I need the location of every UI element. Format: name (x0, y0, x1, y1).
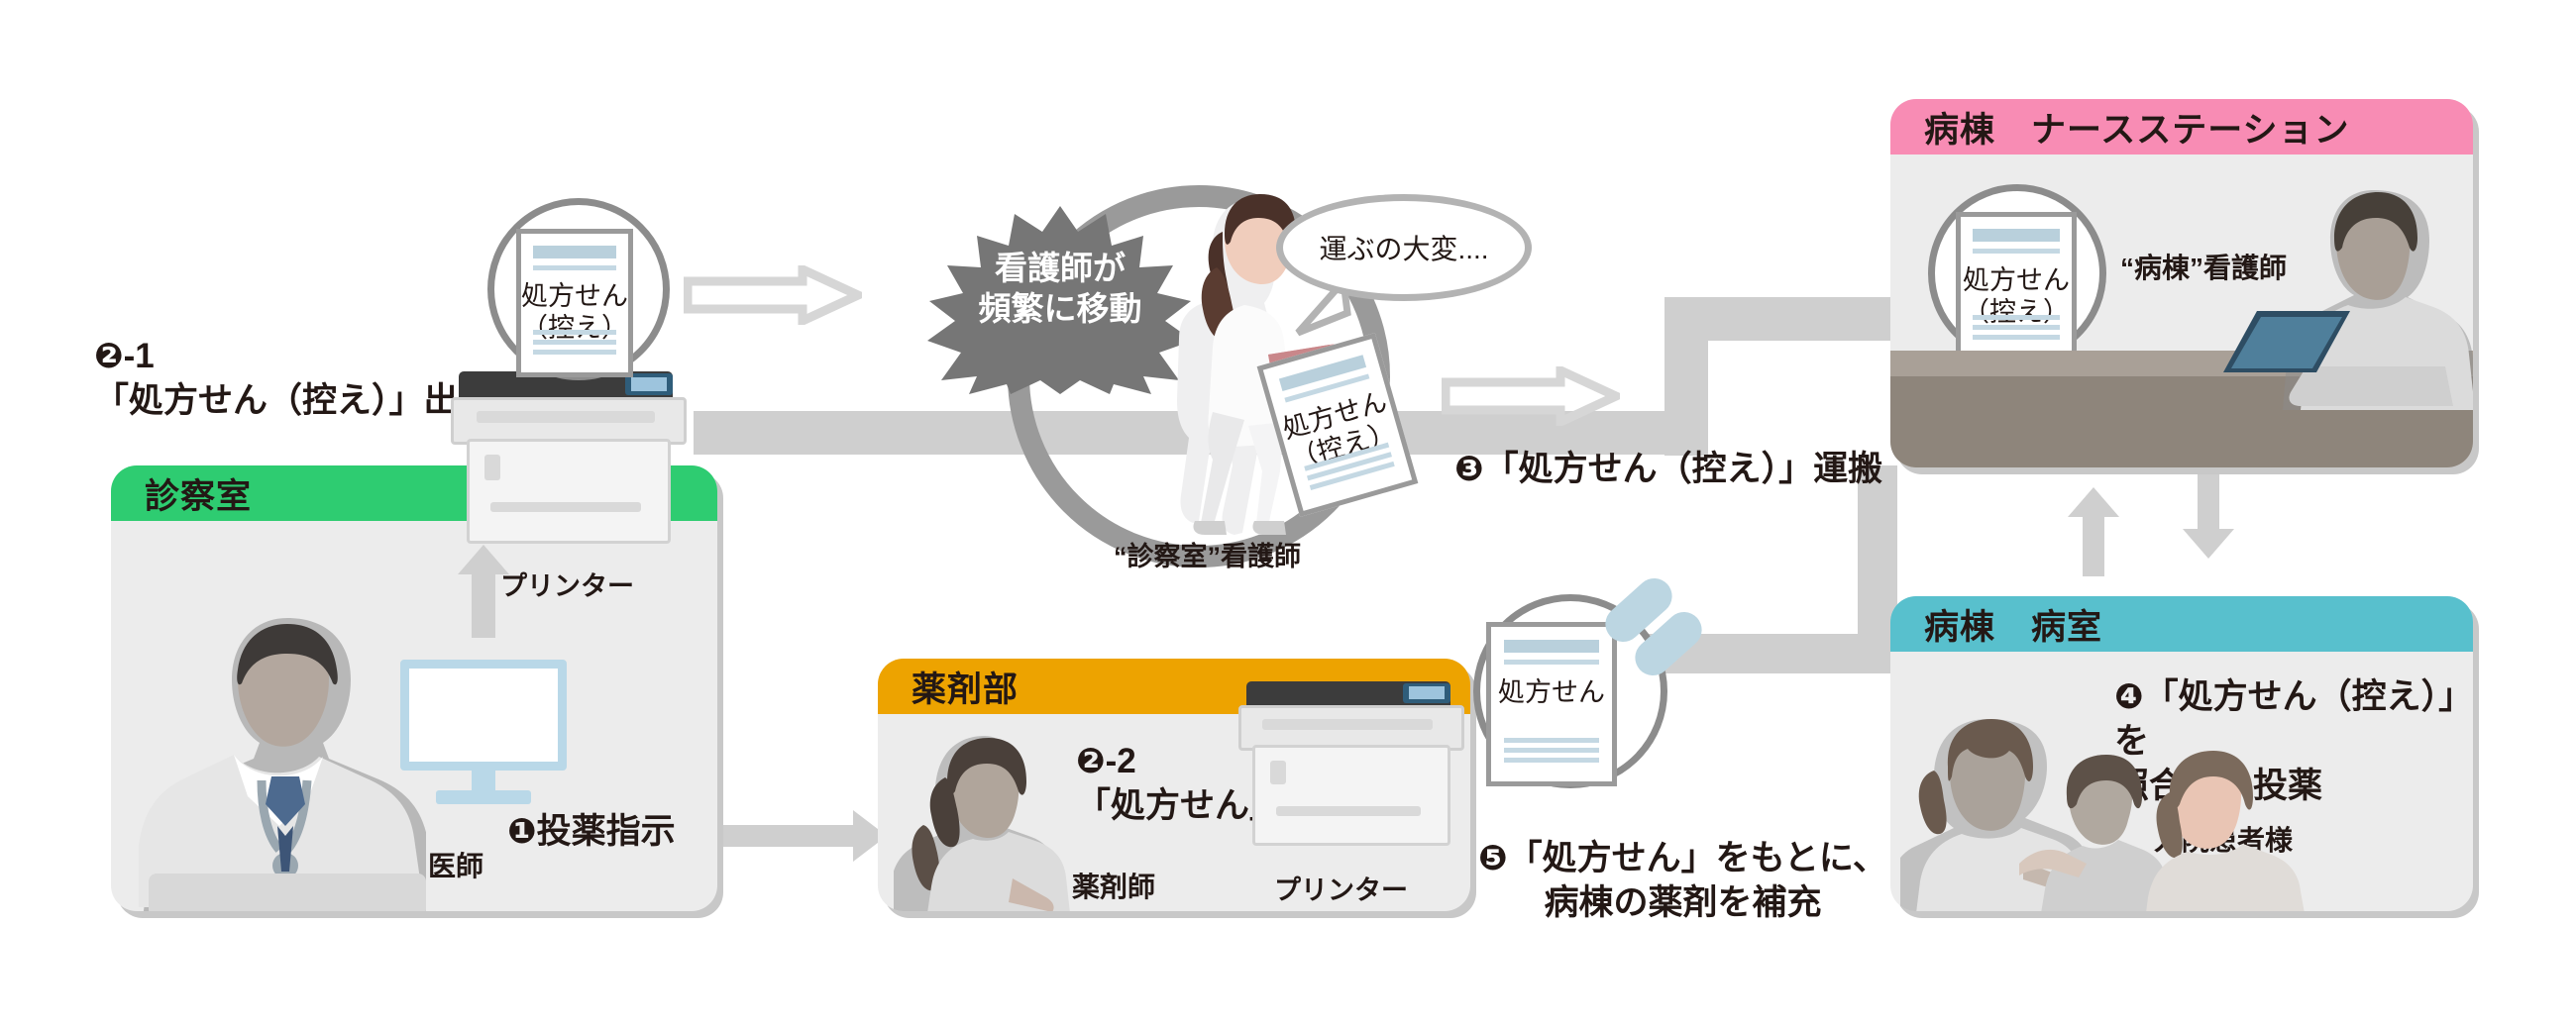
ward-room-header: 病棟 病室 (1890, 596, 2473, 652)
step5-text: ❺「処方せん」をもとに、 病棟の薬剤を補充 (1478, 839, 1887, 922)
tablet-illustration (2223, 311, 2350, 372)
arrowhead-monitor-to-printer (458, 545, 509, 574)
ward-nurse-label: “病棟”看護師 (2120, 253, 2288, 283)
pharmacy-printer-label: プリンター (1274, 876, 1408, 905)
prescription-text: 処方せん (1498, 676, 1605, 707)
prescription-copy-text: 処方せん （控え） (521, 281, 628, 344)
nurse-illustration (1177, 194, 1356, 535)
prescription-doc: 処方せん (1486, 622, 1617, 786)
panel-exam-room: 診察室 医 (111, 465, 717, 911)
monitor-illustration (400, 660, 567, 808)
arrow-printer-to-nurse (684, 265, 862, 325)
exam-printer-label: プリンター (500, 571, 634, 601)
arrow-to-nurse-station (1442, 366, 1620, 426)
arrowhead-down-to-ward (2183, 529, 2234, 559)
arrowhead-up-to-station (2068, 487, 2119, 517)
connector-station-down-stem (2198, 465, 2219, 531)
prescription-copy-station-text: 処方せん （控え） (1963, 265, 2070, 327)
connector-station-up-stem (2083, 515, 2104, 576)
starburst-text: 看護師が 頻繁に移動 (978, 250, 1142, 328)
prescription-copy-doc-exam: 処方せん （控え） (516, 229, 633, 377)
panel-ward-room: 病棟 病室 ❹「処方せん（控え）」を 照合し、投薬 入院患者様 (1890, 596, 2473, 911)
pharmacy-body: ❷-2 「処方せん」出力 薬剤師 プリンター (878, 714, 1470, 911)
step1-text: ❶投薬指示 (507, 812, 676, 851)
starburst-shape (927, 206, 1193, 394)
panel-nurse-station: 病棟 ナースステーション 処方せん （控え） “病棟”看護師 (1890, 99, 2473, 467)
speech-bubble-text: 運ぶの大変.... (1319, 234, 1489, 264)
connector-exam-to-pharmacy (694, 825, 857, 847)
printer-exam-room (451, 371, 687, 544)
pharmacist-label: 薬剤師 (1072, 872, 1156, 902)
step3-text: ❸「処方せん（控え）」運搬 (1454, 450, 1883, 488)
exam-room-body: 医師 ❶投薬指示 (111, 521, 717, 911)
pharmacist-illustration (894, 736, 1070, 911)
step2-1-text: ❷-1 「処方せん（控え）」出力 (94, 337, 493, 420)
prescription-copy-doc-station: 処方せん （控え） (1956, 212, 2077, 362)
speech-bubble-tail (1295, 279, 1351, 337)
ward-room-body: ❹「処方せん（控え）」を 照合し、投薬 入院患者様 (1890, 652, 2473, 911)
doctor-illustration (139, 618, 426, 911)
ward-nurse-patient-illustration (1900, 719, 2305, 911)
nurse-station-body: 処方せん （控え） “病棟”看護師 (1890, 154, 2473, 467)
station-nurse-illustration (2283, 190, 2473, 410)
doctor-label: 医師 (428, 851, 484, 881)
connector-to-station-h2 (1664, 297, 1892, 341)
printer-pharmacy (1238, 681, 1464, 846)
speech-bubble: 運ぶの大変.... (1276, 194, 1532, 301)
exam-nurse-label: “診察室”看護師 (1114, 542, 1301, 571)
nurse-station-header: 病棟 ナースステーション (1890, 99, 2473, 154)
connector-monitor-to-printer (472, 572, 495, 638)
